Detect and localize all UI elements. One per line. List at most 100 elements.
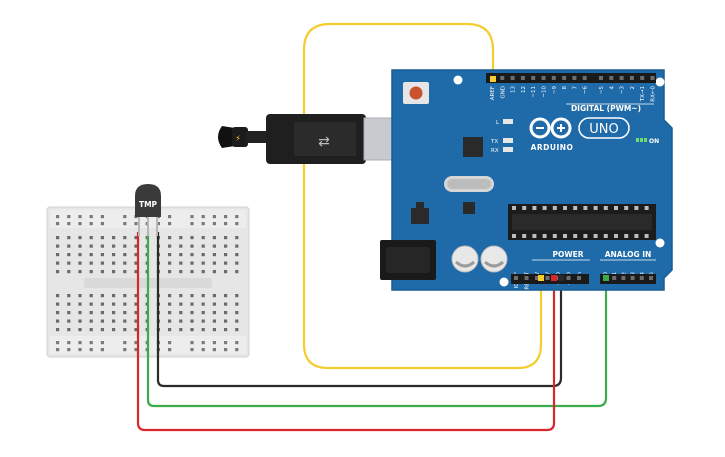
breadboard-hole[interactable] xyxy=(201,261,205,265)
rail-hole[interactable] xyxy=(78,348,82,352)
breadboard-hole[interactable] xyxy=(100,253,104,257)
breadboard-hole[interactable] xyxy=(212,270,216,274)
breadboard-hole[interactable] xyxy=(123,302,127,306)
breadboard-hole[interactable] xyxy=(179,311,183,315)
reset-button-cap[interactable] xyxy=(409,86,423,100)
breadboard-hole[interactable] xyxy=(235,328,239,332)
pin-socket[interactable] xyxy=(551,76,556,80)
breadboard-hole[interactable] xyxy=(78,328,82,332)
breadboard-hole[interactable] xyxy=(123,294,127,298)
breadboard-hole[interactable] xyxy=(201,294,205,298)
rail-hole[interactable] xyxy=(190,222,194,226)
pin-socket[interactable] xyxy=(650,76,655,80)
breadboard-hole[interactable] xyxy=(201,270,205,274)
pin-socket[interactable] xyxy=(514,276,518,280)
breadboard-hole[interactable] xyxy=(89,311,93,315)
breadboard-hole[interactable] xyxy=(134,236,138,240)
rail-hole[interactable] xyxy=(235,222,239,226)
breadboard-hole[interactable] xyxy=(224,328,228,332)
pin-socket[interactable] xyxy=(621,276,626,280)
breadboard-hole[interactable] xyxy=(56,236,60,240)
rail-hole[interactable] xyxy=(56,341,60,345)
rail-hole[interactable] xyxy=(190,215,194,219)
breadboard-hole[interactable] xyxy=(56,270,60,274)
breadboard-hole[interactable] xyxy=(56,328,60,332)
breadboard-hole[interactable] xyxy=(179,261,183,265)
pin-socket[interactable] xyxy=(545,276,550,280)
breadboard-hole[interactable] xyxy=(100,244,104,248)
breadboard-hole[interactable] xyxy=(212,236,216,240)
breadboard-hole[interactable] xyxy=(224,261,228,265)
rail-hole[interactable] xyxy=(224,222,228,226)
breadboard-hole[interactable] xyxy=(112,294,116,298)
rail-hole[interactable] xyxy=(224,341,228,345)
rail-hole[interactable] xyxy=(201,222,205,226)
rail-hole[interactable] xyxy=(134,348,138,352)
breadboard-hole[interactable] xyxy=(179,302,183,306)
breadboard-hole[interactable] xyxy=(67,253,71,257)
breadboard-hole[interactable] xyxy=(179,244,183,248)
breadboard-hole[interactable] xyxy=(123,236,127,240)
rail-hole[interactable] xyxy=(89,341,93,345)
breadboard-hole[interactable] xyxy=(56,244,60,248)
pin-socket[interactable] xyxy=(629,76,634,80)
breadboard-hole[interactable] xyxy=(89,236,93,240)
breadboard-hole[interactable] xyxy=(78,302,82,306)
breadboard-hole[interactable] xyxy=(112,253,116,257)
breadboard-hole[interactable] xyxy=(56,311,60,315)
breadboard-hole[interactable] xyxy=(67,319,71,323)
breadboard-hole[interactable] xyxy=(235,319,239,323)
breadboard-hole[interactable] xyxy=(235,311,239,315)
pin-socket[interactable] xyxy=(541,76,546,80)
breadboard-hole[interactable] xyxy=(123,244,127,248)
breadboard-hole[interactable] xyxy=(201,319,205,323)
rail-hole[interactable] xyxy=(67,222,71,226)
breadboard-hole[interactable] xyxy=(168,261,172,265)
breadboard-hole[interactable] xyxy=(78,236,82,240)
breadboard-hole[interactable] xyxy=(224,319,228,323)
breadboard-hole[interactable] xyxy=(168,236,172,240)
rail-hole[interactable] xyxy=(123,215,127,219)
breadboard-hole[interactable] xyxy=(224,311,228,315)
breadboard-hole[interactable] xyxy=(168,328,172,332)
rail-hole[interactable] xyxy=(123,222,127,226)
pin-socket[interactable] xyxy=(577,276,581,280)
pin-socket[interactable] xyxy=(562,76,567,80)
breadboard-hole[interactable] xyxy=(168,319,172,323)
breadboard-hole[interactable] xyxy=(201,328,205,332)
black-wire[interactable] xyxy=(156,232,563,388)
breadboard-hole[interactable] xyxy=(78,270,82,274)
breadboard-hole[interactable] xyxy=(78,319,82,323)
rail-hole[interactable] xyxy=(56,348,60,352)
pin-socket[interactable] xyxy=(500,76,505,80)
breadboard-hole[interactable] xyxy=(134,244,138,248)
breadboard-hole[interactable] xyxy=(224,236,228,240)
breadboard-hole[interactable] xyxy=(67,302,71,306)
pin-socket[interactable] xyxy=(639,276,644,280)
rail-hole[interactable] xyxy=(67,348,71,352)
rail-hole[interactable] xyxy=(100,348,104,352)
breadboard-hole[interactable] xyxy=(212,319,216,323)
rail-hole[interactable] xyxy=(212,222,216,226)
rail-hole[interactable] xyxy=(156,222,160,226)
breadboard-hole[interactable] xyxy=(100,319,104,323)
breadboard-hole[interactable] xyxy=(212,328,216,332)
breadboard-hole[interactable] xyxy=(89,328,93,332)
breadboard-hole[interactable] xyxy=(67,294,71,298)
breadboard-hole[interactable] xyxy=(201,236,205,240)
breadboard-hole[interactable] xyxy=(112,328,116,332)
rail-hole[interactable] xyxy=(212,215,216,219)
breadboard-hole[interactable] xyxy=(89,302,93,306)
rail-hole[interactable] xyxy=(212,341,216,345)
breadboard-hole[interactable] xyxy=(179,319,183,323)
rail-hole[interactable] xyxy=(100,222,104,226)
breadboard-hole[interactable] xyxy=(134,261,138,265)
rail-hole[interactable] xyxy=(89,222,93,226)
breadboard-hole[interactable] xyxy=(100,236,104,240)
rail-hole[interactable] xyxy=(201,348,205,352)
breadboard-hole[interactable] xyxy=(224,294,228,298)
red-wire[interactable] xyxy=(136,232,556,432)
breadboard-hole[interactable] xyxy=(100,302,104,306)
breadboard-hole[interactable] xyxy=(190,261,194,265)
